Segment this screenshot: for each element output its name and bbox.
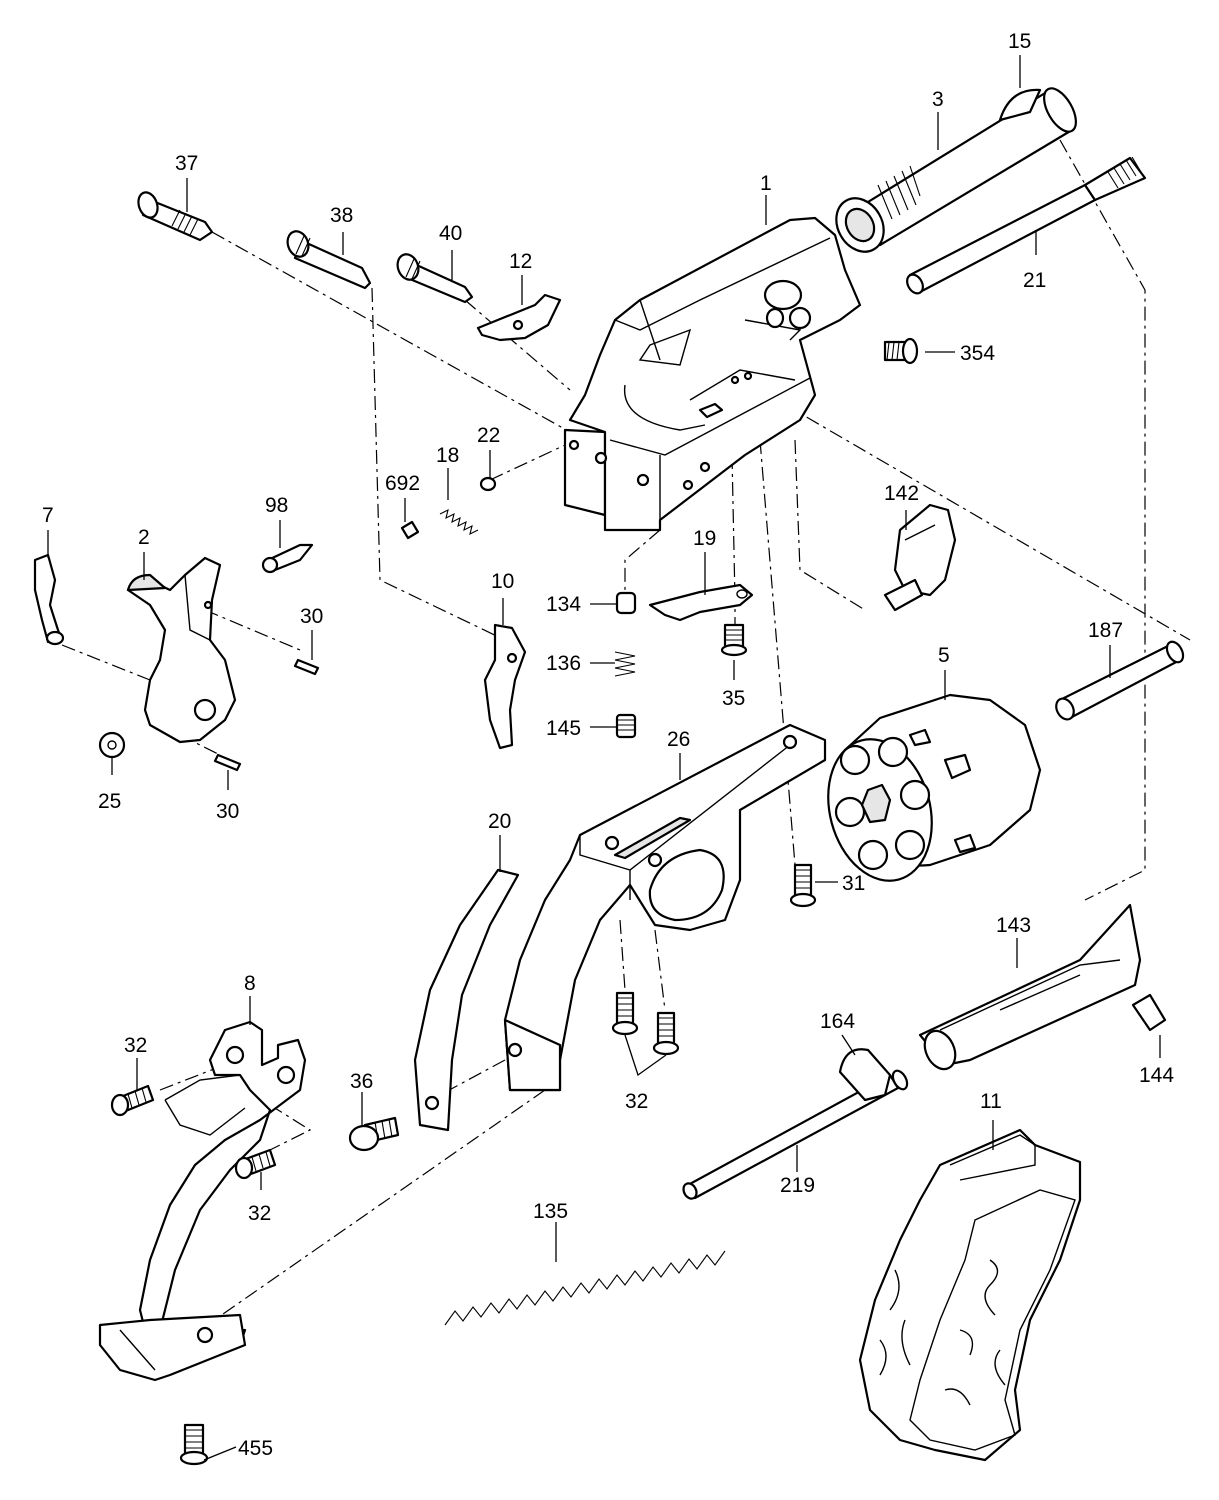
label-25: 25: [98, 790, 121, 813]
part-22-plunger: [479, 476, 497, 492]
label-36: 36: [350, 1070, 373, 1093]
part-8-grip-frame: [98, 1020, 307, 1382]
part-labels: 15 3 37 1 38 40 12 21 354 22 18 692 7 2 …: [42, 30, 1174, 1460]
part-145-screw: [615, 713, 637, 739]
leader-lines: [47, 55, 1161, 1461]
part-40-screw: [396, 253, 474, 304]
label-15: 15: [1008, 30, 1031, 53]
part-144-screw: [1131, 993, 1167, 1032]
part-143-ejector-housing: [918, 903, 1142, 1071]
part-36-screw: [348, 1116, 400, 1152]
part-1-frame: [563, 216, 862, 532]
label-38: 38: [330, 204, 353, 227]
part-38-screw: [286, 230, 372, 290]
label-40: 40: [439, 222, 462, 245]
part-98-firing-pin: [261, 543, 314, 574]
part-142-loading-gate: [883, 503, 957, 612]
label-187: 187: [1088, 619, 1123, 642]
part-11-grips: [858, 1128, 1082, 1462]
part-30-pin-upper: [293, 658, 320, 676]
label-32-middle: 32: [625, 1090, 648, 1113]
label-30-lower: 30: [216, 800, 239, 823]
part-136-spring: [614, 651, 636, 677]
part-187-cylinder-pin: [1055, 640, 1185, 721]
part-12-bolt: [476, 293, 562, 342]
part-37-screw: [137, 191, 214, 242]
label-144: 144: [1139, 1064, 1174, 1087]
label-12: 12: [509, 250, 532, 273]
label-31: 31: [842, 872, 865, 895]
label-219: 219: [780, 1174, 815, 1197]
label-692: 692: [385, 472, 420, 495]
label-30-upper: 30: [300, 605, 323, 628]
part-15-front-sight: [998, 88, 1042, 122]
part-134-plunger: [615, 591, 637, 615]
part-164-head: [838, 1048, 909, 1102]
label-354: 354: [960, 342, 995, 365]
label-37: 37: [175, 152, 198, 175]
label-22: 22: [477, 424, 500, 447]
label-32-grip-upper: 32: [124, 1034, 147, 1057]
label-135: 135: [533, 1200, 568, 1223]
part-30-pin-lower: [213, 753, 242, 772]
part-20-backstrap: [413, 868, 520, 1132]
part-2-hammer: [126, 556, 237, 744]
part-692-screw: [400, 520, 420, 540]
label-455: 455: [238, 1437, 273, 1460]
label-3: 3: [932, 88, 944, 111]
part-32-screw-grip-lower: [234, 1148, 277, 1180]
part-32-screw-middle-right: [652, 1011, 680, 1056]
part-455-screw: [179, 1423, 209, 1466]
label-164: 164: [820, 1010, 855, 1033]
label-10: 10: [491, 570, 514, 593]
label-143: 143: [996, 914, 1031, 937]
label-26: 26: [667, 728, 690, 751]
label-8: 8: [244, 972, 256, 995]
part-3-barrel: [835, 87, 1077, 253]
label-19: 19: [693, 527, 716, 550]
label-2: 2: [138, 526, 150, 549]
label-18: 18: [436, 444, 459, 467]
label-35: 35: [722, 687, 745, 710]
label-5: 5: [938, 644, 950, 667]
label-7: 7: [42, 504, 54, 527]
part-25-washer: [98, 731, 126, 759]
label-11: 11: [980, 1090, 1002, 1113]
label-145: 145: [546, 717, 581, 740]
part-10-trigger: [483, 623, 527, 750]
label-32-grip-lower: 32: [248, 1202, 271, 1225]
part-354-screw: [883, 337, 919, 365]
label-98: 98: [265, 494, 288, 517]
part-19-spring: [648, 583, 754, 622]
part-21-ejector-rod: [906, 156, 1147, 295]
label-21: 21: [1023, 269, 1046, 292]
label-136: 136: [546, 652, 581, 675]
part-26-trigger-guard: [503, 723, 827, 1092]
part-7-hand: [33, 553, 65, 646]
label-1: 1: [760, 172, 772, 195]
part-32-screw-grip-upper: [110, 1084, 155, 1117]
part-32-screw-middle-left: [611, 991, 639, 1036]
part-5-cylinder: [827, 693, 1042, 882]
part-35-screw: [720, 623, 748, 657]
label-142: 142: [884, 482, 919, 505]
part-18-spring: [439, 508, 479, 536]
label-134: 134: [546, 593, 581, 616]
part-31-screw: [789, 863, 817, 908]
label-20: 20: [488, 810, 511, 833]
part-135-mainspring: [444, 1250, 726, 1326]
